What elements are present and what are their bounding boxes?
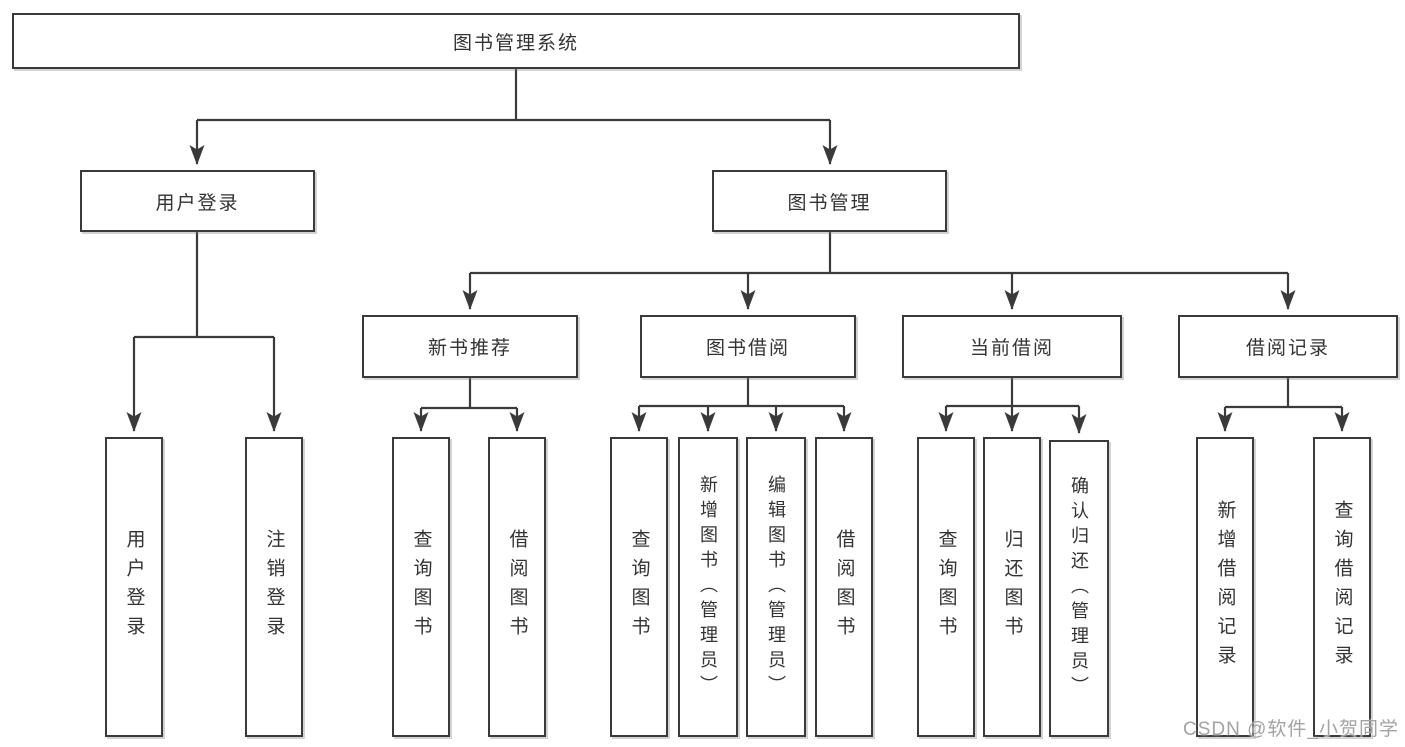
node-leaf-borrowing-add-books-admin: 新增图书（管理员） [678,437,738,737]
connector-book-borrowing-branch [631,378,852,432]
connector-user-login-branch [126,232,282,432]
node-user-login: 用户登录 [80,170,315,232]
node-leaf-borrowing-borrow-books: 借阅图书 [815,437,873,737]
node-new-book-recommend: 新书推荐 [362,315,578,378]
node-current-borrowing: 当前借阅 [902,315,1122,378]
node-leaf-borrowing-edit-books-admin: 编辑图书（管理员） [746,437,806,737]
connector-current-borrowing-branch [938,378,1087,434]
node-leaf-recommend-borrow-books: 借阅图书 [488,437,546,737]
connector-root-to-level2 [189,69,838,165]
node-book-management: 图书管理 [712,170,947,232]
node-book-borrowing: 图书借阅 [640,315,856,378]
node-leaf-user-login: 用户登录 [105,437,163,737]
node-leaf-records-add-record: 新增借阅记录 [1196,437,1254,737]
connector-book-management-branch [462,232,1296,310]
node-leaf-current-confirm-return-admin: 确认归还（管理员） [1049,440,1109,737]
node-borrowing-records: 借阅记录 [1178,315,1398,378]
node-leaf-logout: 注销登录 [245,437,303,737]
connector-new-book-recommend-branch [413,378,525,432]
node-library-management-system: 图书管理系统 [12,13,1020,69]
node-leaf-records-query-record: 查询借阅记录 [1313,437,1371,737]
watermark: CSDN @软件_小贺同学 [1183,719,1399,740]
node-leaf-recommend-query-books: 查询图书 [392,437,450,737]
node-leaf-current-query-books: 查询图书 [917,437,975,737]
node-leaf-borrowing-query-books: 查询图书 [610,437,668,737]
node-leaf-current-return-books: 归还图书 [983,437,1041,737]
connector-borrowing-records-branch [1217,378,1350,432]
